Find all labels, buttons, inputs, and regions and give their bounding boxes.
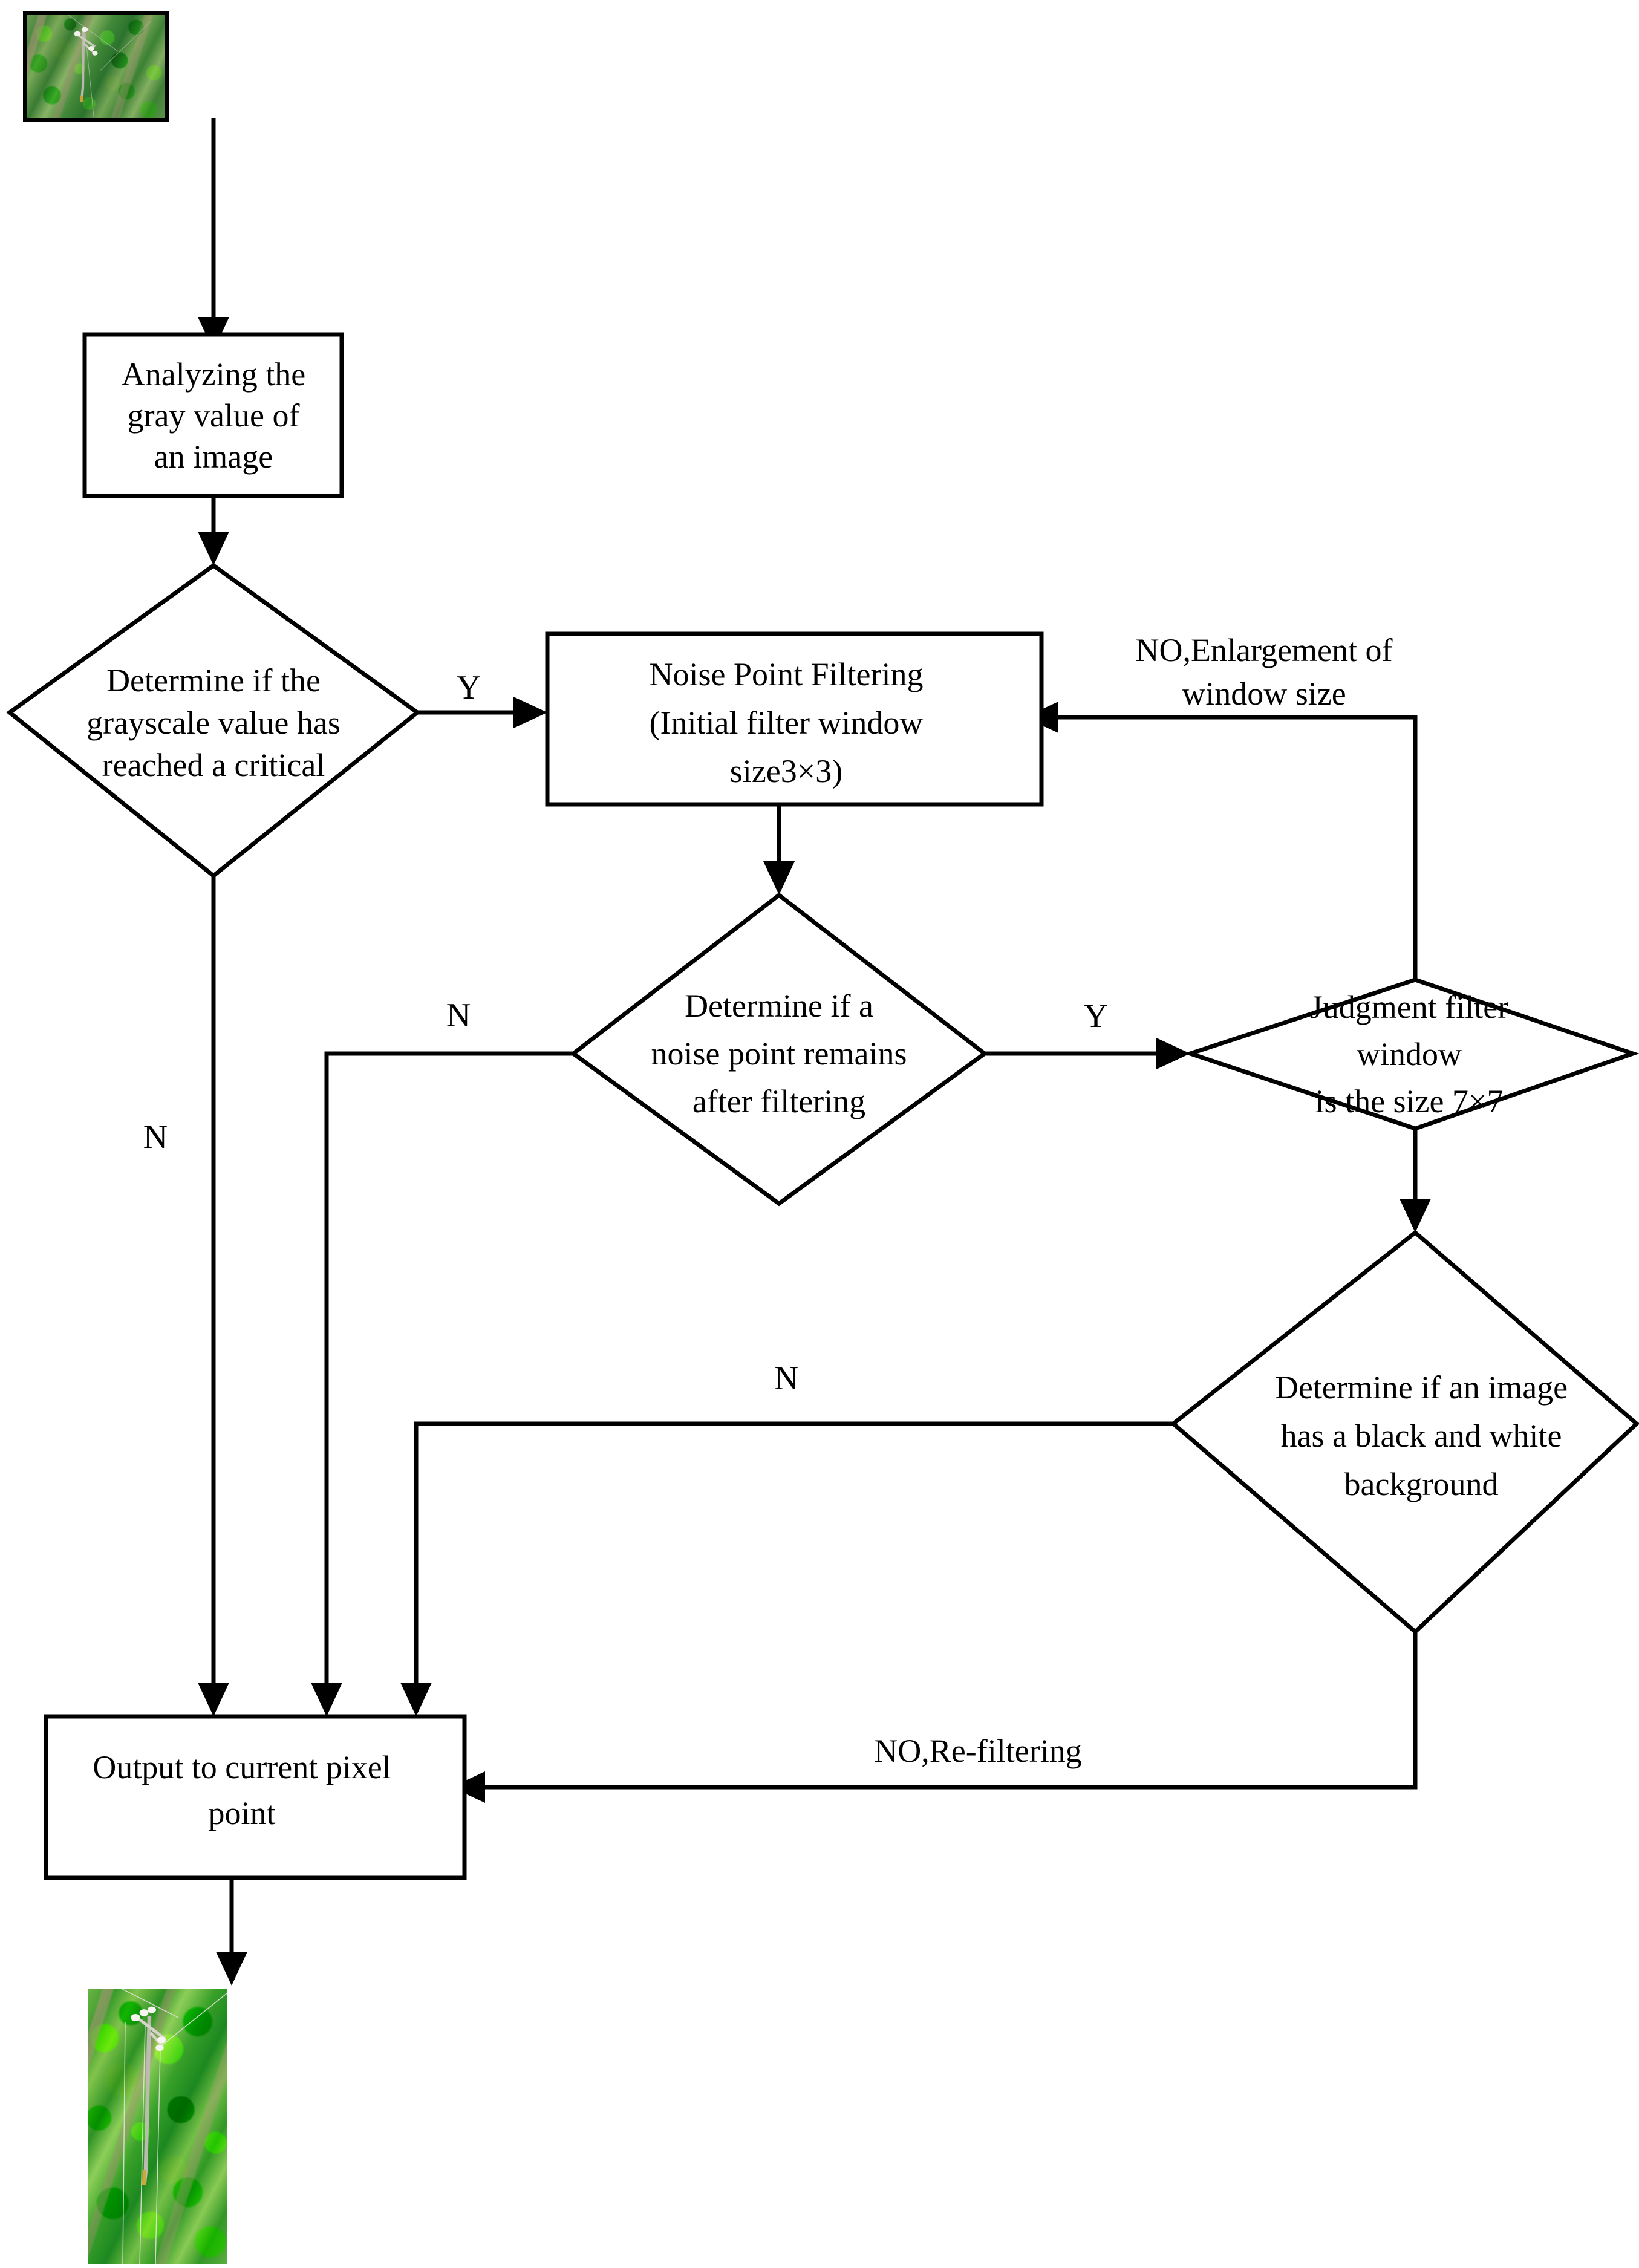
node-filter-box [545, 631, 1044, 807]
noise-remains-line-1: Determine if a [685, 988, 873, 1024]
node-window77-diamond [1183, 977, 1639, 1131]
threshold-line-1: Determine if the [106, 662, 321, 699]
filter-line-3: size3×3) [730, 753, 842, 789]
output-aerial-photo [88, 1989, 227, 2264]
analyze-line-2: gray value of [128, 397, 300, 434]
arrowhead-threshold-no [198, 1683, 229, 1716]
window77-line-1: Judgment filter [1310, 989, 1508, 1025]
label-noise-remains-yes: Y [1084, 997, 1108, 1035]
window77-line-2: window [1357, 1036, 1462, 1072]
node-threshold-diamond [6, 562, 421, 879]
node-analyze-box [82, 332, 344, 498]
node-noise-remains-diamond [570, 892, 988, 1207]
window77-line-3: is the size 7×7 [1315, 1083, 1504, 1119]
arrowhead-noise-yes [1156, 1038, 1190, 1069]
label-bw-no: N [774, 1360, 798, 1397]
bw-background-line-1: Determine if an image [1275, 1369, 1568, 1406]
bw-background-line-3: background [1344, 1466, 1499, 1502]
arrowhead-analyze-to-threshold [198, 532, 229, 565]
label-threshold-yes: Y [457, 669, 481, 706]
input-aerial-photo [23, 11, 169, 122]
analyze-line-3: an image [154, 438, 273, 475]
noise-remains-line-3: after filtering [692, 1083, 865, 1119]
edge-enlarge-window [1041, 715, 1418, 980]
output-line-1: Output to current pixel [93, 1749, 391, 1785]
noise-remains-line-2: noise point remains [651, 1035, 907, 1072]
edge-noise-no [324, 1051, 573, 1699]
label-enlarge-window-line-2: window size [1182, 676, 1346, 712]
label-enlarge-window-line-1: NO,Enlargement of [1136, 632, 1393, 668]
bw-background-line-2: has a black and white [1281, 1418, 1562, 1454]
edge-refilter [468, 1632, 1418, 1790]
arrowhead-bw-no [400, 1683, 432, 1716]
utility-pole-graphic [68, 15, 152, 117]
node-output-box [44, 1714, 467, 1880]
arrowhead-output-to-photo [216, 1952, 247, 1986]
arrowhead-window77-to-bw [1400, 1199, 1431, 1233]
analyze-line-1: Analyzing the [122, 356, 305, 393]
node-bw-background-diamond [1170, 1230, 1639, 1635]
utility-pole-graphic-output [120, 1989, 227, 2264]
label-noise-remains-no: N [446, 997, 471, 1034]
threshold-line-2: grayscale value has [86, 705, 341, 741]
arrowhead-filter-to-noise [763, 861, 795, 895]
arrowhead-refilter [451, 1771, 485, 1803]
arrowhead-noise-no [311, 1683, 342, 1716]
edge-bw-no [414, 1421, 1173, 1699]
filter-line-1: Noise Point Filtering [649, 656, 923, 692]
filter-line-2: (Initial filter window [650, 705, 924, 741]
arrowhead-threshold-yes [513, 697, 547, 728]
output-line-2: point [208, 1795, 275, 1831]
label-threshold-no: N [143, 1118, 168, 1156]
label-refilter: NO,Re-filtering [874, 1733, 1081, 1769]
threshold-line-3: reached a critical [102, 747, 325, 783]
